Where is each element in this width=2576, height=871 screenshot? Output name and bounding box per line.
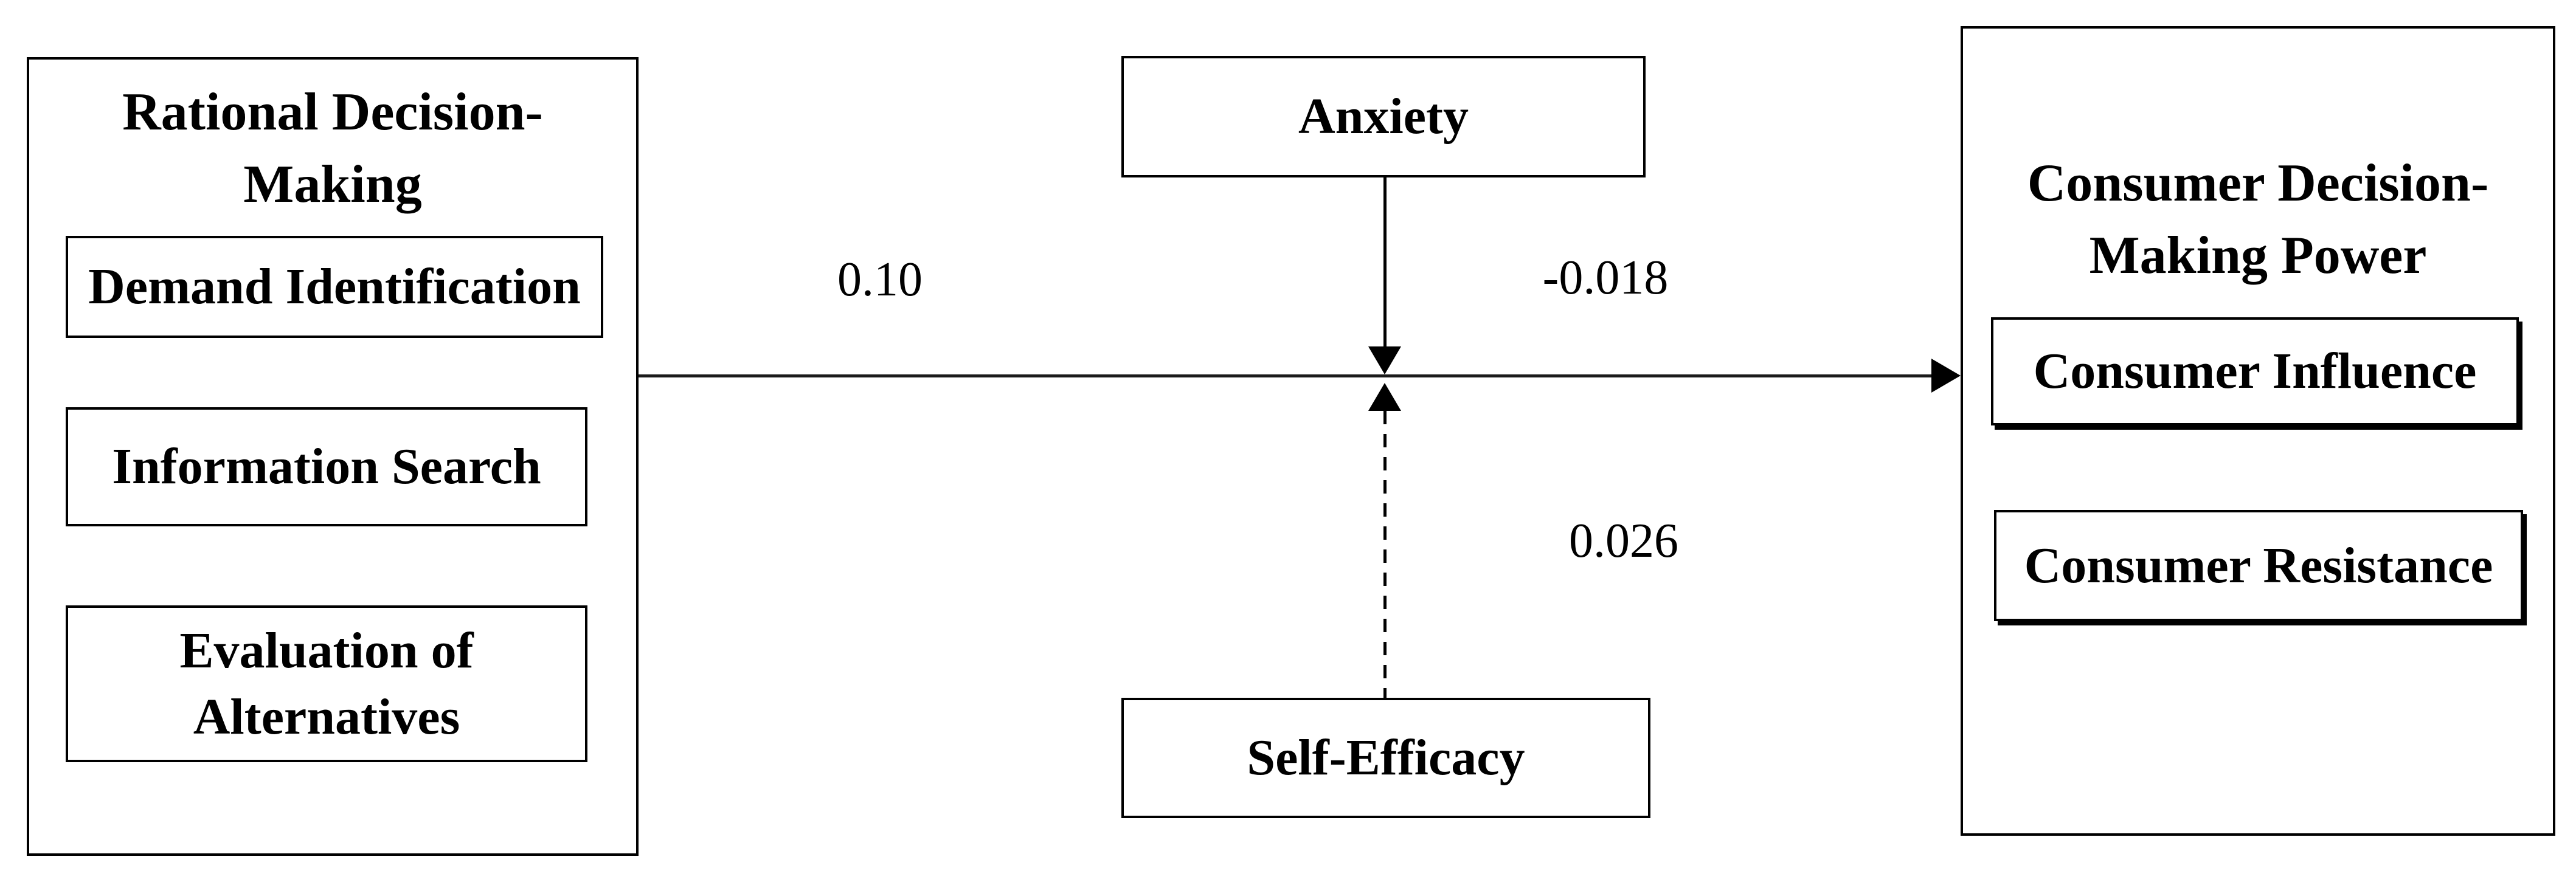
information-search-label: Information Search <box>112 438 541 495</box>
self-efficacy-arrow-shaft <box>1383 411 1387 698</box>
demand-identification-box: Demand Identification <box>66 236 603 338</box>
rational-decision-making-panel: Rational Decision-Making Demand Identifi… <box>27 57 639 856</box>
consumer-resistance-label: Consumer Resistance <box>2024 537 2493 594</box>
evaluation-of-alternatives-box: Evaluation of Alternatives <box>66 605 587 762</box>
self-efficacy-label: Self-Efficacy <box>1247 729 1525 787</box>
demand-identification-label: Demand Identification <box>88 258 581 315</box>
self-efficacy-coefficient-label: 0.026 <box>1569 514 1678 568</box>
information-search-box: Information Search <box>66 407 587 526</box>
anxiety-coefficient-label: -0.018 <box>1542 251 1669 305</box>
anxiety-box: Anxiety <box>1121 56 1646 177</box>
arrowhead-right-icon <box>1931 359 1961 393</box>
main-path-line <box>639 374 1933 377</box>
main-path-coefficient-label: 0.10 <box>837 253 923 306</box>
self-efficacy-box: Self-Efficacy <box>1121 698 1650 818</box>
consumer-decision-making-power-panel: Consumer Decision-Making Power Consumer … <box>1961 26 2555 836</box>
anxiety-label: Anxiety <box>1298 88 1469 145</box>
anxiety-arrow-shaft <box>1383 177 1387 346</box>
arrowhead-up-icon <box>1368 383 1401 411</box>
right-panel-title: Consumer Decision-Making Power <box>2027 154 2489 285</box>
consumer-influence-box: Consumer Influence <box>1991 317 2519 425</box>
consumer-resistance-box: Consumer Resistance <box>1994 510 2523 621</box>
arrowhead-down-icon <box>1368 346 1401 374</box>
evaluation-of-alternatives-label: Evaluation of Alternatives <box>179 622 474 745</box>
left-panel-title: Rational Decision-Making <box>122 83 543 214</box>
consumer-influence-label: Consumer Influence <box>2033 343 2477 400</box>
